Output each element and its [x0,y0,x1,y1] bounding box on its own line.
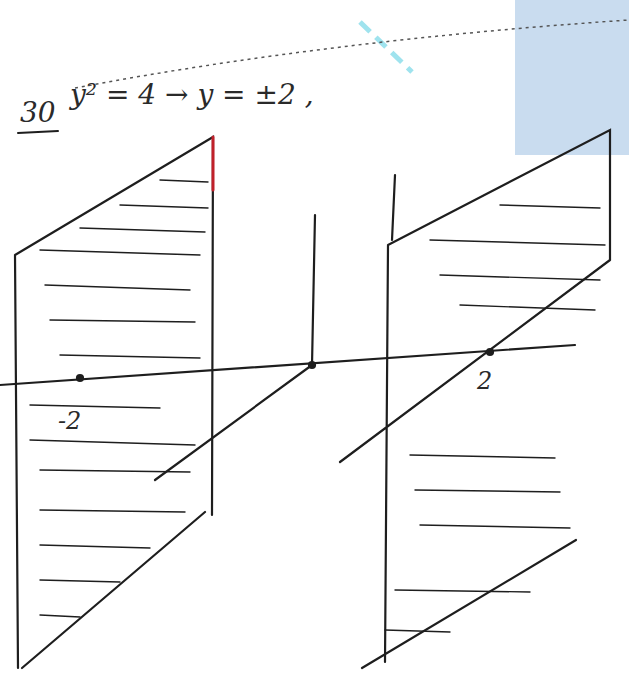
plane-left [15,137,213,668]
hatching-left [30,180,208,617]
problem-number: 30 [20,98,56,129]
highlight-band [515,0,629,155]
axis-point [487,349,493,355]
z-tick [392,175,395,240]
axis-point [77,375,83,381]
plane-edge-mark [212,137,215,190]
plane-right [340,130,610,668]
stray-mark [360,22,412,72]
x-axis [155,365,312,480]
underline [18,131,58,133]
z-axis [312,215,315,365]
equation-note: y² = 4 → y = ±2 , [70,80,314,111]
axis-value: 2 [474,368,495,394]
origin-point [309,362,315,368]
top-line [75,20,629,88]
hatching-right [385,205,605,632]
axis-value: -2 [55,408,84,434]
